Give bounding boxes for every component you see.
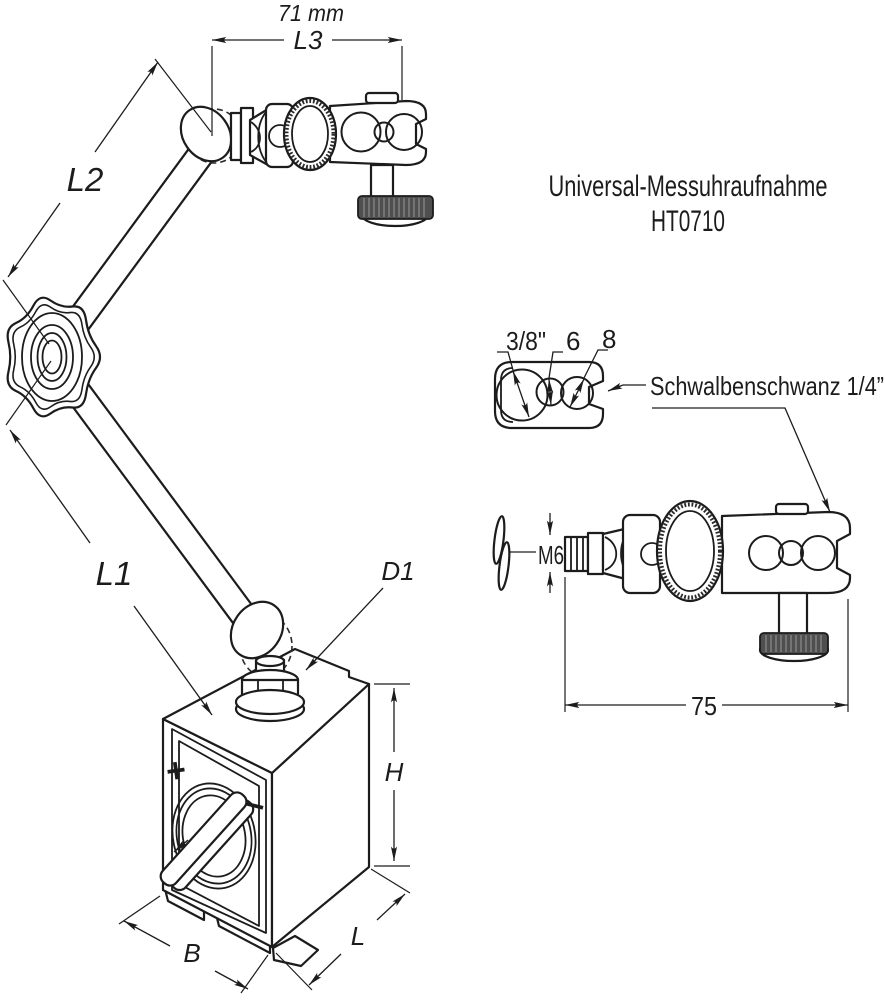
stud-collar (586, 531, 605, 576)
knurl-texture-side (765, 635, 822, 652)
dimension-D1: D1 (305, 556, 415, 671)
dim-value-71mm: 71 mm (278, 0, 344, 26)
clamp-top-tab-side (774, 502, 810, 516)
arm-socket (179, 105, 233, 163)
dimensions: 71 mm L3 L2 L1 D1 H (2, 0, 415, 994)
dimension-H: H (374, 683, 410, 867)
clamp-top-tab (364, 91, 400, 105)
side-hole-medium (800, 535, 836, 571)
clamp-body (328, 99, 428, 167)
product-code: HT0710 (651, 205, 725, 238)
dovetail-leader-to-side-view (652, 407, 831, 513)
base-ball-joint (229, 600, 306, 723)
arm-socket (229, 600, 285, 660)
knurled-knob-side (655, 499, 725, 603)
clamp-hole-small (373, 121, 395, 143)
label-hole-6: 6 (566, 326, 580, 356)
dimension-75: 75 (564, 577, 849, 721)
dimension-L: L (275, 868, 411, 991)
product-title: Universal-Messuhraufnahme (549, 170, 828, 203)
knurled-thumbscrew-side (759, 632, 829, 655)
dim-label-B: B (183, 938, 200, 968)
dimension-B: B (118, 895, 269, 994)
screw-stem-side (777, 591, 809, 638)
washer-top (234, 688, 306, 716)
knurl-texture (363, 198, 425, 217)
dimension-M6: M6 (538, 513, 564, 593)
dim-label-L3: L3 (294, 25, 323, 55)
lever-rotation-arrow (173, 839, 189, 853)
dimension-L3: 71 mm L3 (211, 0, 403, 136)
dim-label-75: 75 (691, 691, 717, 721)
side-hole-small (778, 540, 804, 566)
magnet-foot-right (271, 934, 320, 968)
dim-label-L: L (351, 921, 365, 951)
collar-plate (229, 111, 243, 162)
clamp-hole-large (340, 111, 382, 153)
clamp-side-view: M6 (492, 499, 852, 721)
section-hole-small (535, 377, 565, 407)
dim-label-L2: L2 (67, 161, 104, 198)
label-hole-3-8: 3/8" (506, 326, 546, 356)
label-thread-M6: M6 (538, 540, 564, 570)
screw-stem (369, 163, 395, 200)
switch-lever (159, 791, 255, 892)
clamp-head-top (248, 91, 434, 228)
clamp-leaf-bottom (497, 541, 511, 591)
rotary-switch-dial (171, 782, 257, 890)
section-hole-medium (560, 376, 594, 410)
dim-label-H: H (385, 757, 404, 787)
side-hole-large (748, 535, 784, 571)
clamp-hole-medium (385, 113, 423, 151)
clamp-leaf-top (492, 515, 506, 565)
main-view: + − (6, 91, 434, 968)
clamp-body-side (720, 510, 852, 595)
title-block: Universal-Messuhraufnahme HT0710 (549, 170, 828, 238)
dimension-L1: L1 (5, 360, 213, 716)
dim-label-L1: L1 (96, 555, 133, 592)
dim-label-D1: D1 (381, 556, 414, 586)
star-clamping-knob (6, 296, 102, 418)
front-plate-inner (178, 740, 260, 927)
label-dovetail: Schwalbenschwanz 1/4” (650, 371, 884, 401)
dimension-L2: L2 (2, 58, 212, 345)
label-hole-8: 8 (602, 324, 616, 354)
clamp-cross-section: 3/8" 6 8 Schwalbenschwanz 1/4” (493, 324, 884, 513)
